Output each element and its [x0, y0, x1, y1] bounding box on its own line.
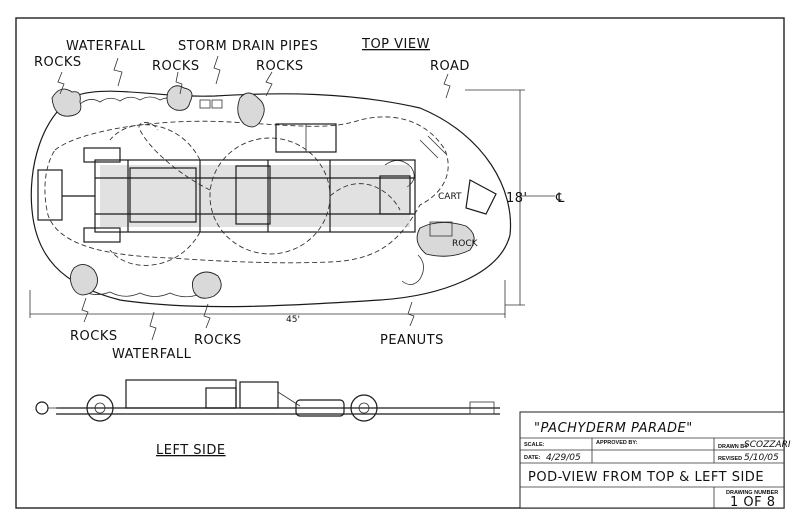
label-centerline: ℄: [555, 191, 565, 206]
side-tail-block: [469, 401, 495, 415]
seat-block: [235, 165, 271, 225]
leader-waterfall-top: [113, 57, 123, 87]
tb-revised-value: 5/10/05: [744, 453, 779, 463]
rock-top-left: [51, 88, 82, 117]
label-dim-length: 45': [286, 315, 300, 325]
front-block: [129, 167, 197, 223]
leader-road: [443, 73, 451, 99]
label-rocks-top-mid: ROCKS: [152, 59, 200, 74]
elephant-trunk: [138, 122, 211, 191]
elephant-tail: [329, 183, 401, 211]
label-rocks-top-right: ROCKS: [256, 59, 304, 74]
drain-inlet-1: [199, 99, 211, 109]
title-block: "PACHYDERM PARADE" SCALE: APPROVED BY: D…: [519, 411, 791, 510]
label-rocks-bottom-left: ROCKS: [70, 329, 118, 344]
side-wheel-front-hub: [94, 402, 106, 414]
title-block-frame: [519, 411, 785, 509]
rock-top-mid: [166, 85, 193, 111]
label-storm-drain: STORM DRAIN PIPES: [178, 39, 318, 54]
waterfall-bottom-ridge: [79, 289, 201, 298]
side-hitch: [35, 401, 49, 415]
pipe-top: [83, 147, 121, 163]
label-left-side: LEFT SIDE: [156, 443, 226, 458]
drain-inlet-2: [211, 99, 223, 109]
leader-rocks-tm: [175, 71, 183, 95]
leader-storm: [213, 55, 221, 85]
label-rocks-top-left: ROCKS: [34, 55, 82, 70]
side-ramp: [277, 391, 301, 407]
side-box-rear: [239, 381, 279, 409]
side-wheel-front: [86, 394, 114, 422]
tb-drawing-number-value: 1 OF 8: [730, 495, 776, 510]
tb-date-label: DATE:: [524, 455, 541, 461]
label-cart: CART: [438, 192, 462, 202]
leader-rocks-bl: [81, 297, 89, 323]
sheet-border: [15, 17, 785, 509]
label-peanuts: PEANUTS: [380, 333, 444, 348]
chassis-shade: [100, 165, 410, 227]
leader-rocks-tl: [57, 71, 65, 95]
rock-right: [416, 222, 475, 257]
leader-waterfall-bottom: [149, 311, 157, 341]
side-tank: [295, 399, 345, 417]
elephant-ear-top: [109, 124, 201, 161]
elephant-ear-bottom: [109, 231, 201, 266]
tb-revised-label: REVISED: [718, 456, 742, 462]
leader-rocks-bm: [203, 303, 211, 329]
label-rock: ROCK: [452, 239, 479, 249]
left-side-elevation: LEFT SIDE: [35, 379, 500, 458]
label-rocks-bottom-mid: ROCKS: [194, 333, 242, 348]
label-top-view: TOP VIEW: [361, 37, 430, 52]
tb-drawn-label: DRAWN BY: [718, 444, 748, 450]
leader-peanuts: [407, 301, 415, 327]
side-box-high: [125, 379, 237, 409]
rear-block: [379, 175, 411, 215]
cart-shape: [465, 179, 497, 215]
side-wheel-rear-hub: [358, 402, 370, 414]
rock-bottom-left: [69, 264, 98, 296]
tb-drawing-number-label: DRAWING NUMBER: [726, 490, 778, 496]
tb-date-value: 4/29/05: [546, 453, 581, 463]
peanuts-upper: [384, 160, 415, 188]
rock-bottom-mid: [191, 271, 222, 299]
pod-outline: [30, 90, 512, 308]
road-strip: [419, 135, 447, 159]
tb-description: POD-VIEW FROM TOP & LEFT SIDE: [528, 470, 764, 485]
tb-drawn-value: SCOZZARI: [744, 440, 791, 450]
leader-rocks-tr: [265, 71, 273, 97]
tb-scale-label: SCALE:: [524, 442, 545, 448]
top-view-plan: ROCKS WATERFALL ROCKS STORM DRAIN PIPES …: [29, 37, 565, 362]
side-box-mid: [205, 387, 237, 409]
label-dim-width: 18': [506, 191, 528, 206]
rock-top-right: [237, 92, 265, 128]
peanuts-lower: [401, 254, 424, 285]
pipe-bottom: [83, 227, 121, 243]
label-waterfall-top: WATERFALL: [66, 39, 146, 54]
tb-title: "PACHYDERM PARADE": [534, 421, 693, 436]
side-wheel-rear: [350, 394, 378, 422]
label-waterfall-bottom: WATERFALL: [112, 347, 192, 362]
tb-approved-label: APPROVED BY:: [596, 440, 638, 446]
label-road: ROAD: [430, 59, 470, 74]
rock-box: [429, 221, 453, 237]
front-bumper: [37, 169, 63, 221]
